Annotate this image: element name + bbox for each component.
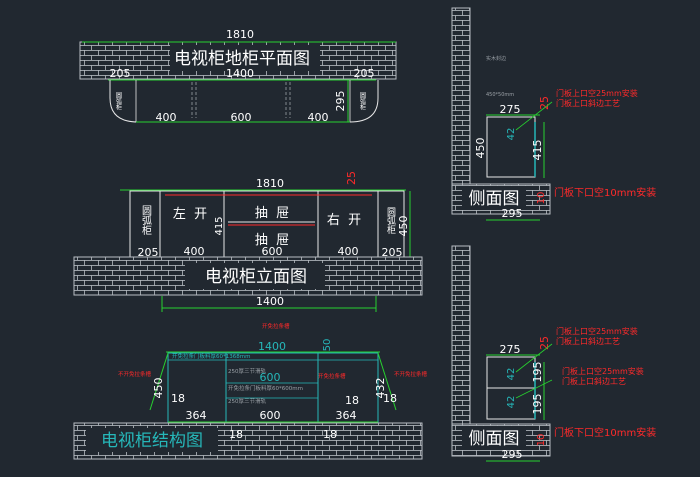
plan-top-width: 1810 xyxy=(226,28,254,41)
struct-right-note: 不开免拉条槽 xyxy=(394,370,428,378)
side-bot-height-195-top: 195 xyxy=(531,362,544,383)
side-top-gap-10: 10 xyxy=(536,192,547,205)
plan-seg-right: 400 xyxy=(308,111,329,124)
struct-board-line4: 250厚三节滑轨 xyxy=(228,397,266,405)
struct-inner-width: 1400 xyxy=(258,340,286,353)
side-top-title: 侧面图 xyxy=(469,189,520,209)
struct-title: 电视柜结构图 xyxy=(101,431,203,451)
side-bot-gap-25: 25 xyxy=(538,336,551,350)
struct-left-note: 不开免拉条槽 xyxy=(118,370,152,378)
elev-top-gap: 25 xyxy=(345,171,358,185)
struct-height-right: 432 xyxy=(374,378,387,399)
side-top-dim-42: 42 xyxy=(506,128,517,141)
plan-title-bg xyxy=(170,45,320,71)
elev-height-415: 415 xyxy=(214,216,225,235)
plan-inner-width: 1400 xyxy=(226,67,254,80)
struct-board-line2: 250厚三节滑轨 xyxy=(228,367,266,375)
side-top-height-450: 450 xyxy=(474,138,487,159)
side-view-top: 侧面图 实木封边 450*50mm 275 25 42 450 415 10 2… xyxy=(451,7,656,221)
side-top-small-note1: 实木封边 xyxy=(486,55,506,62)
struct-right-angle xyxy=(377,352,397,411)
side-top-cabinet xyxy=(486,116,536,178)
side-top-height-415: 415 xyxy=(531,140,544,161)
struct-thk-18-a: 18 xyxy=(171,392,185,405)
struct-mid-note: 开免拉条槽 xyxy=(318,372,346,380)
elev-seg-205-right: 205 xyxy=(382,246,403,259)
side-bot-note4: 门板上口斜边工艺 xyxy=(562,376,626,386)
elev-left-open: 左 开 xyxy=(173,207,207,222)
struct-height-left: 450 xyxy=(152,378,165,399)
plan-title: 电视柜地柜平面图 xyxy=(174,49,310,69)
side-bot-note2: 门板上口斜边工艺 xyxy=(556,336,620,346)
plan-depth: 295 xyxy=(334,91,347,112)
elev-left-round: 圆弧柜 xyxy=(140,205,152,236)
side-bot-dim-42a: 42 xyxy=(506,368,517,381)
struct-thk-18-e: 18 xyxy=(323,428,337,441)
elev-title: 电视柜立面图 xyxy=(205,267,307,287)
elev-seg-400-right: 400 xyxy=(338,245,359,258)
side-top-note2: 门板上口斜边工艺 xyxy=(556,98,620,108)
elev-drawer-bottom: 抽 屉 xyxy=(255,233,289,248)
side-bot-note3: 门板上口空25mm安装 xyxy=(562,366,644,376)
struct-title-bg xyxy=(86,428,218,452)
struct-seg-364-right: 364 xyxy=(336,409,357,422)
side-bot-note-bottom: 门板下口空10mm安装 xyxy=(554,426,656,439)
side-bot-leader-2 xyxy=(515,379,553,399)
side-top-leader xyxy=(515,101,553,131)
side-top-note1: 门板上口空25mm安装 xyxy=(556,88,638,98)
plan-seg-left: 400 xyxy=(156,111,177,124)
plan-round-label-right: 圆弧柜 xyxy=(359,92,366,111)
side-bot-dim-42b: 42 xyxy=(506,396,517,409)
side-bot-title-bg xyxy=(462,426,526,450)
elev-title-bg xyxy=(185,263,325,289)
elev-seg-205-left: 205 xyxy=(138,246,159,259)
side-top-width-295: 295 xyxy=(502,207,523,220)
elev-drawer-top: 抽 屉 xyxy=(255,206,289,221)
struct-thk-18-d: 18 xyxy=(229,428,243,441)
elev-right-round: 圆弧柜 xyxy=(385,207,396,235)
structure-view: 开免拉条槽 1400 50 不开免拉条槽 开免拉条槽 不开免拉条槽 开免拉条门板… xyxy=(73,322,428,460)
struct-thk-18-b: 18 xyxy=(345,394,359,407)
elev-height-450: 450 xyxy=(397,216,410,237)
plan-seg-mid: 600 xyxy=(231,111,252,124)
elev-right-open: 右 开 xyxy=(327,213,361,228)
plan-view: 电视柜地柜平面图 1810 205 1400 205 圆弧柜 圆弧柜 400 6… xyxy=(79,28,397,124)
struct-board-line1: 开免拉条门板料厚60*1368mm xyxy=(172,352,250,360)
side-top-title-bg xyxy=(462,186,526,210)
elev-top-width: 1810 xyxy=(256,177,284,190)
plan-right-offset: 205 xyxy=(354,67,375,80)
side-bot-note1: 门板上口空25mm安装 xyxy=(556,326,638,336)
side-view-bottom: 侧面图 275 25 42 42 195 195 10 295 门板上口空25m… xyxy=(451,245,656,462)
plan-left-offset: 205 xyxy=(110,67,131,80)
side-bot-width-295: 295 xyxy=(502,448,523,461)
side-top-gap-25: 25 xyxy=(538,96,551,110)
side-bot-width-275: 275 xyxy=(500,343,521,356)
elevation-view: 1810 25 圆弧柜 圆弧柜 左 开 右 开 抽 屉 抽 屉 415 450 … xyxy=(73,171,423,312)
side-bot-gap-10: 10 xyxy=(536,434,547,447)
side-top-wall-vertical xyxy=(451,7,471,215)
elev-seg-600: 600 xyxy=(262,245,283,258)
elev-bottom-width: 1400 xyxy=(256,295,284,308)
elev-seg-400-left: 400 xyxy=(184,245,205,258)
struct-seg-600: 600 xyxy=(260,409,281,422)
struct-left-angle xyxy=(149,352,169,411)
struct-top-right-dim: 50 xyxy=(322,339,333,352)
struct-board-line3: 开免拉条门板料厚60*600mm xyxy=(228,384,303,392)
struct-seg-600-top: 600 xyxy=(260,371,281,384)
side-bot-leader-1 xyxy=(515,343,553,373)
plan-round-label-left: 圆弧柜 xyxy=(115,92,122,111)
side-top-note-bottom: 门板下口空10mm安装 xyxy=(554,186,656,199)
side-bot-title: 侧面图 xyxy=(469,429,520,449)
struct-thk-18-c: 18 xyxy=(383,392,397,405)
side-top-small-note2: 450*50mm xyxy=(486,92,514,98)
struct-top-note: 开免拉条槽 xyxy=(262,322,290,330)
struct-seg-364-left: 364 xyxy=(186,409,207,422)
side-top-width-275: 275 xyxy=(500,103,521,116)
side-bot-height-195-bot: 195 xyxy=(531,394,544,415)
